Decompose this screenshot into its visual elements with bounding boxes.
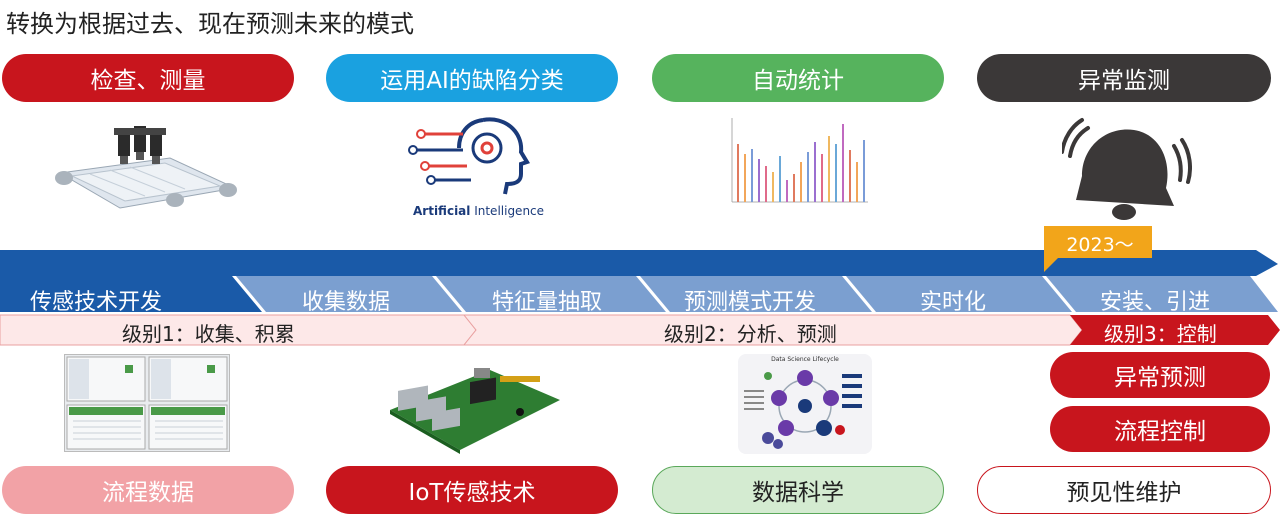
page-title: 转换为根据过去、现在预测未来的模式 <box>6 10 414 38</box>
pill-process-control: 流程控制 <box>1050 406 1270 452</box>
pill-inspection-measurement: 检查、测量 <box>2 54 294 102</box>
monitoring-screens-image <box>64 354 230 452</box>
ai-logo-bold-text: Artificial <box>413 204 471 218</box>
lifecycle-title: Data Science Lifecycle <box>771 356 839 363</box>
step-feature-extraction: 特征量抽取 <box>492 290 603 315</box>
pill-anomaly-monitoring: 异常监测 <box>977 54 1271 102</box>
conveyor-machine-image <box>50 118 240 218</box>
step-sensing-dev: 传感技术开发 <box>30 290 163 315</box>
raspberry-pi-board-image <box>380 350 564 454</box>
step-data-collection: 收集数据 <box>302 290 391 315</box>
level-1-label: 级别1：收集、积累 <box>122 322 295 346</box>
step-install: 安装、引进 <box>1100 290 1211 315</box>
pill-iot-sensing: IoT传感技术 <box>326 466 618 514</box>
step-prediction-model-dev: 预测模式开发 <box>684 290 817 315</box>
level-3-label: 级别3：控制 <box>1104 322 1217 346</box>
level-2-label: 级别2：分析、预测 <box>664 322 837 346</box>
step-realtime: 实时化 <box>920 290 987 315</box>
process-arrow-band <box>0 226 1278 312</box>
pill-anomaly-prediction: 异常预测 <box>1050 352 1270 398</box>
pill-auto-statistics: 自动统计 <box>652 54 944 102</box>
level-band <box>0 314 1280 346</box>
pill-predictive-maintenance: 预见性维护 <box>977 466 1271 514</box>
pill-ai-defect-classification: 运用AI的缺陷分类 <box>326 54 618 102</box>
bell-icon <box>1060 116 1192 226</box>
ai-head-logo: Artificial Intelligence <box>405 112 555 224</box>
pill-data-science: 数据科学 <box>652 466 944 514</box>
pill-process-data: 流程数据 <box>2 466 294 514</box>
year-tag: 2023～ <box>1066 234 1134 256</box>
ai-logo-light-text: Intelligence <box>470 204 545 218</box>
data-science-lifecycle-image: Data Science Lifecycle <box>738 354 872 454</box>
bar-chart-image <box>728 114 870 214</box>
